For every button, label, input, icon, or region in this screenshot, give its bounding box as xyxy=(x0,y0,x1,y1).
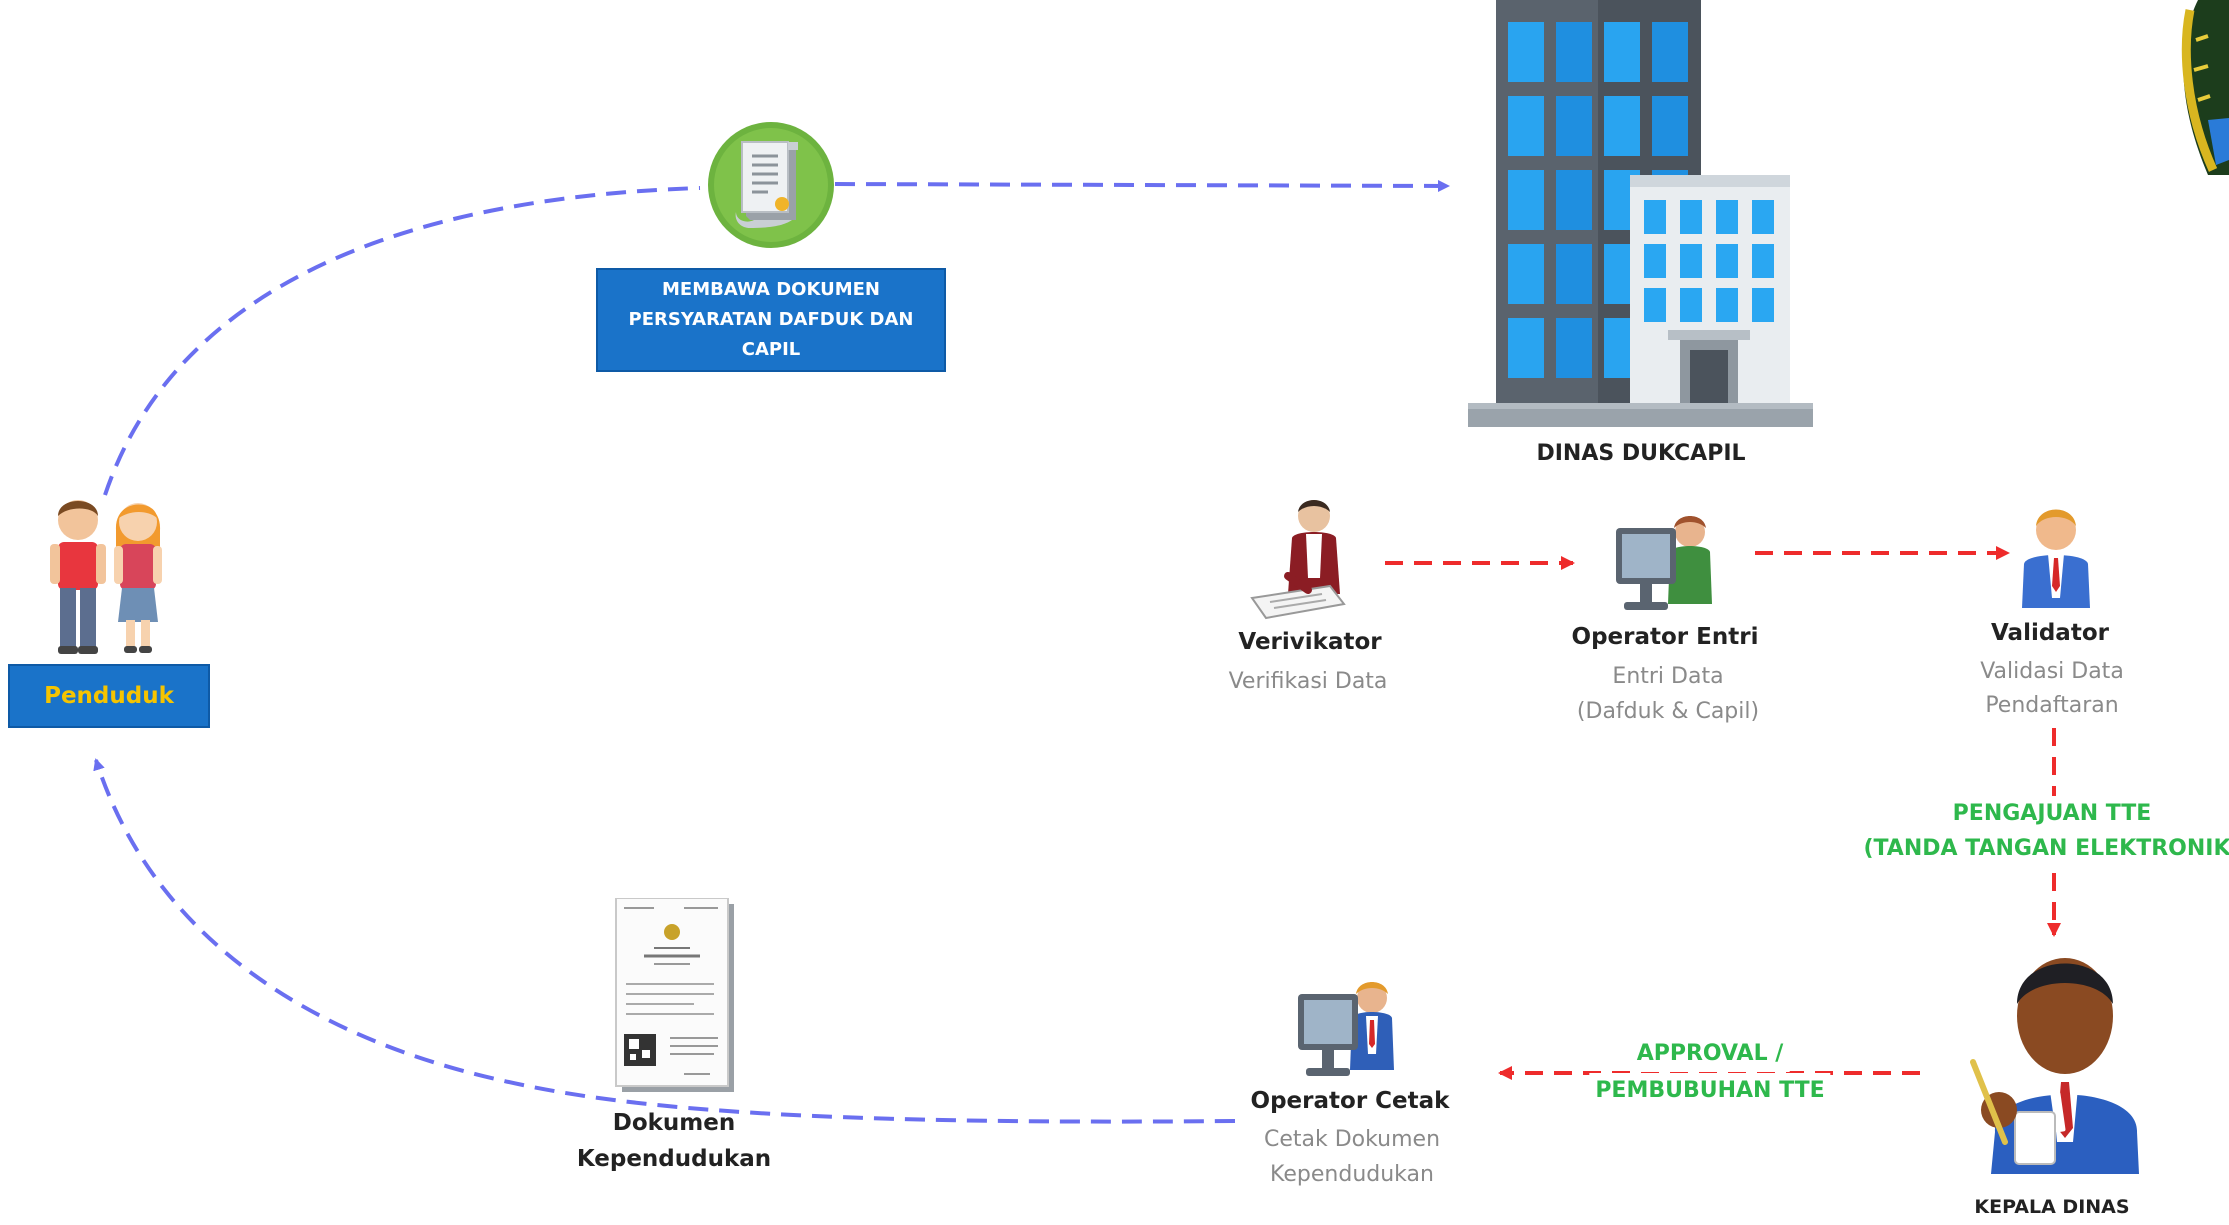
building-window xyxy=(1680,244,1702,278)
validator-person-icon xyxy=(2022,509,2090,608)
dokumen-line2: Kependudukan xyxy=(576,1146,772,1172)
building-window xyxy=(1652,96,1688,156)
penduduk-box: Penduduk xyxy=(8,664,210,728)
document-certificate-icon xyxy=(708,122,834,248)
building-window xyxy=(1752,244,1774,278)
kepala-dinas-person-icon xyxy=(1970,958,2139,1174)
building-window xyxy=(1680,200,1702,234)
verifikator-person-icon xyxy=(1250,500,1346,620)
operator-entri-title: Operator Entri xyxy=(1571,624,1759,650)
operator-cetak-desc1: Cetak Dokumen xyxy=(1263,1127,1441,1152)
operator-entri-desc2: (Dafduk & Capil) xyxy=(1576,699,1760,724)
building-window xyxy=(1604,96,1640,156)
office-building-icon xyxy=(1468,0,1813,427)
pengajuan-tte-line2: (TANDA TANGAN ELEKTRONIK) xyxy=(1857,831,2229,867)
building-window xyxy=(1680,288,1702,322)
building-window xyxy=(1508,244,1544,304)
building-window xyxy=(1716,244,1738,278)
building-window xyxy=(1716,200,1738,234)
building-window xyxy=(1604,22,1640,82)
building-label: DINAS DUKCAPIL xyxy=(1536,441,1746,466)
requirements-document-box: MEMBAWA DOKUMEN PERSYARATAN DAFDUK DAN C… xyxy=(596,268,946,372)
residents-couple-icon xyxy=(50,500,162,654)
requirements-box-line1: MEMBAWA DOKUMEN xyxy=(662,279,880,300)
flow-arrow-document-to-building xyxy=(834,179,1450,192)
building-window xyxy=(1556,22,1592,82)
operator-cetak-desc2: Kependudukan xyxy=(1270,1162,1434,1187)
building-window xyxy=(1644,244,1666,278)
operator-entri-computer-icon xyxy=(1616,516,1712,610)
validator-desc2: Pendaftaran xyxy=(1985,693,2119,718)
validator-desc1: Validasi Data xyxy=(1980,659,2124,684)
building-window xyxy=(1556,96,1592,156)
building-window xyxy=(1716,288,1738,322)
flow-arrow-penduduk-to-document xyxy=(103,186,701,496)
operator-entri-desc1: Entri Data xyxy=(1612,664,1724,689)
building-window xyxy=(1644,288,1666,322)
building-window xyxy=(1556,244,1592,304)
building-window xyxy=(1508,22,1544,82)
government-emblem-icon xyxy=(2181,0,2229,175)
validator-title: Validator xyxy=(1991,620,2109,646)
building-window xyxy=(1644,200,1666,234)
flow-arrow-cetak-to-penduduk xyxy=(93,758,1236,1124)
building-window xyxy=(1652,22,1688,82)
penduduk-label: Penduduk xyxy=(44,683,174,709)
verifikator-desc: Verifikasi Data xyxy=(1228,669,1388,694)
building-window xyxy=(1752,288,1774,322)
requirements-box-line2: PERSYARATAN DAFDUK DAN CAPIL xyxy=(628,309,914,360)
building-window xyxy=(1556,170,1592,230)
kepala-dinas-label: KEPALA DINAS xyxy=(1974,1196,2130,1218)
pengajuan-tte-line1: PENGAJUAN TTE xyxy=(1946,796,2158,832)
operator-cetak-computer-icon xyxy=(1298,982,1394,1076)
approval-line2: PEMBUBUHAN TTE xyxy=(1589,1073,1831,1109)
verifikator-title: Verivikator xyxy=(1238,629,1382,655)
building-window xyxy=(1752,200,1774,234)
approval-line1: APPROVAL / xyxy=(1630,1036,1790,1072)
population-document-icon xyxy=(615,898,734,1092)
building-window xyxy=(1556,318,1592,378)
building-window xyxy=(1508,318,1544,378)
building-window xyxy=(1508,96,1544,156)
building-window xyxy=(1508,170,1544,230)
operator-cetak-title: Operator Cetak xyxy=(1250,1088,1450,1114)
dokumen-line1: Dokumen xyxy=(612,1110,736,1136)
